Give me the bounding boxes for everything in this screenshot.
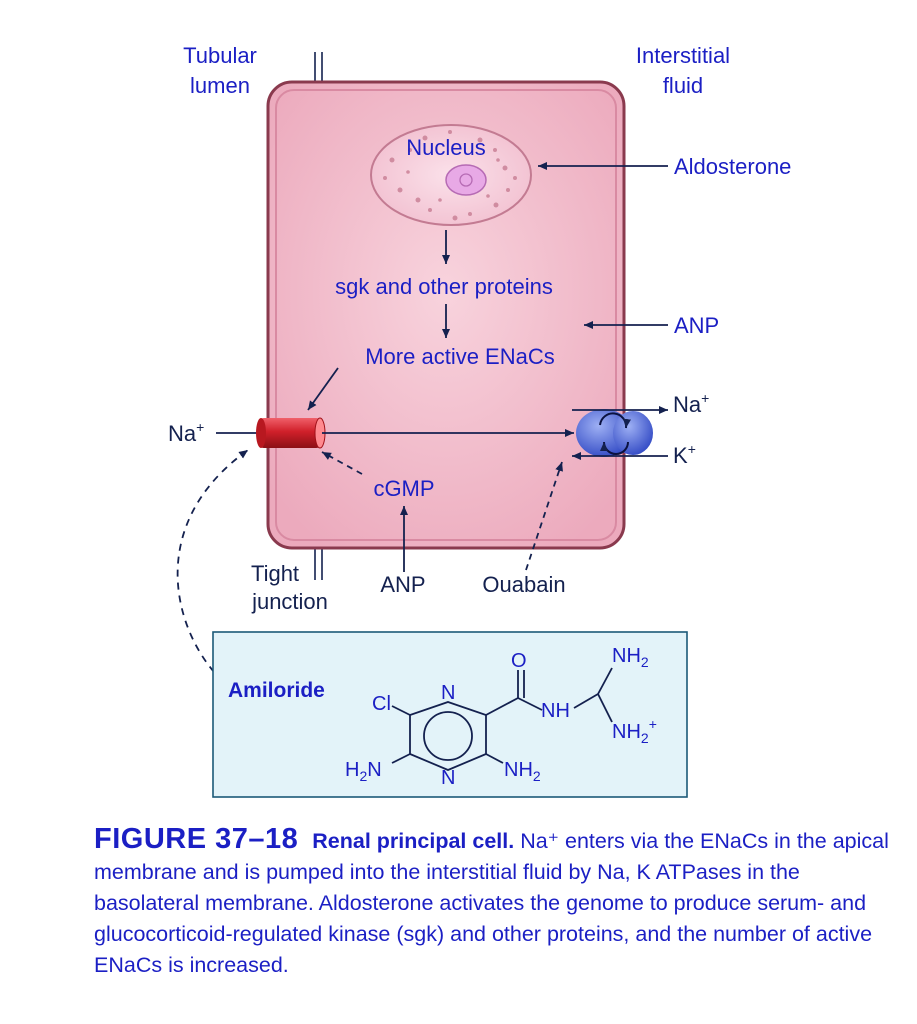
enac-channel-icon [256, 417, 326, 449]
amiloride-title: Amiloride [228, 679, 325, 702]
chem-nh2-top: NH2 [612, 645, 649, 670]
more-active-enacs-label: More active ENaCs [365, 344, 555, 369]
anp-bottom-label: ANP [380, 572, 425, 597]
chem-n-bottom: N [441, 767, 455, 789]
sgk-label: sgk and other proteins [335, 274, 553, 299]
chem-o: O [511, 650, 527, 672]
chem-h2n: H2N [345, 759, 382, 784]
interstitial-fluid-label-1: Interstitial [636, 43, 730, 68]
chem-nh2-ring: NH2 [504, 759, 541, 784]
tubular-lumen-label-2: lumen [190, 73, 250, 98]
na-k-atpase-pump-icon [576, 409, 653, 457]
chem-nh: NH [541, 700, 570, 722]
ouabain-label: Ouabain [482, 572, 565, 597]
na-out-label: Na+ [673, 390, 709, 417]
cgmp-to-channel-arrow [321, 451, 363, 475]
anp-right-label: ANP [674, 313, 719, 338]
tight-junction-lines [314, 52, 323, 580]
chem-n-top: N [441, 682, 455, 704]
interstitial-fluid-label-2: fluid [663, 73, 703, 98]
amiloride-structure [391, 667, 613, 771]
tight-junction-label-2: junction [251, 589, 328, 614]
tight-junction-label-1: Tight [251, 561, 299, 586]
tubular-lumen-label-1: Tubular [183, 43, 257, 68]
ouabain-arrow [525, 461, 563, 571]
nucleus-icon [370, 124, 532, 226]
figure-number: FIGURE 37–18 [94, 823, 299, 855]
cgmp-label: cGMP [373, 476, 434, 501]
chem-cl: Cl [372, 693, 391, 715]
figure-caption: FIGURE 37–18 Renal principal cell.Na⁺ ent… [94, 824, 894, 981]
k-in-label: K+ [673, 441, 696, 468]
figure-title: Renal principal cell. [312, 829, 515, 853]
figure-caption-body: Na⁺ enters via the ENaCs in the apical m… [94, 829, 889, 977]
cell-inner-edge [275, 89, 617, 541]
amiloride-arrow [176, 449, 249, 673]
aldosterone-label: Aldosterone [674, 154, 791, 179]
chem-nh2-plus: NH2+ [612, 716, 657, 746]
enacs-to-channel-arrow [307, 367, 339, 411]
nucleus-label: Nucleus [406, 135, 485, 160]
na-in-label: Na+ [168, 419, 204, 446]
